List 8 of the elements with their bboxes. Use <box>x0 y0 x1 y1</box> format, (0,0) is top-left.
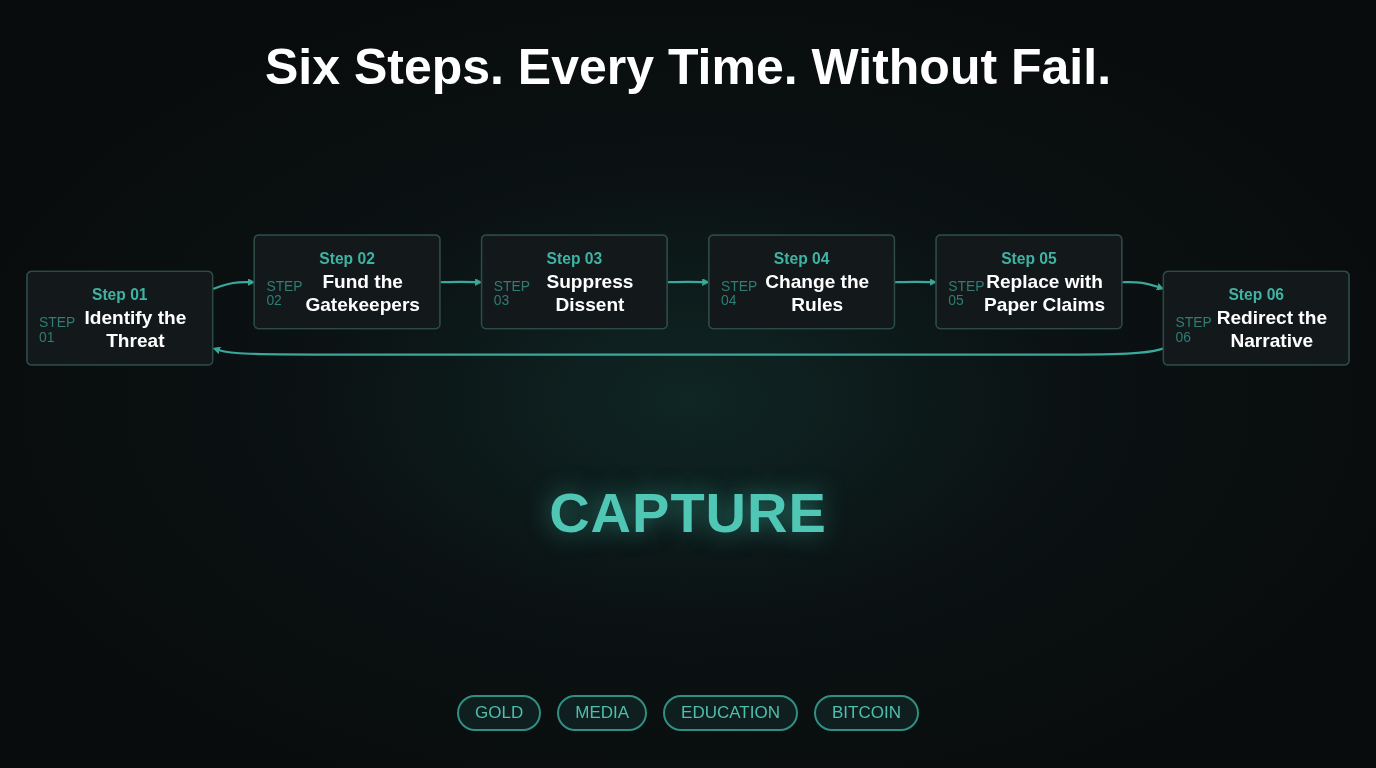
title: Six Steps. Every Time. Without Fail. <box>264 38 1112 96</box>
center-heading: CAPTURE <box>549 480 827 545</box>
category-tag: EDUCATION <box>663 695 798 731</box>
category-tag: BITCOIN <box>813 695 919 731</box>
arrow <box>212 278 255 290</box>
arrow <box>894 278 937 286</box>
category-tag: MEDIA <box>557 695 648 731</box>
category-tag: GOLD <box>457 695 542 731</box>
